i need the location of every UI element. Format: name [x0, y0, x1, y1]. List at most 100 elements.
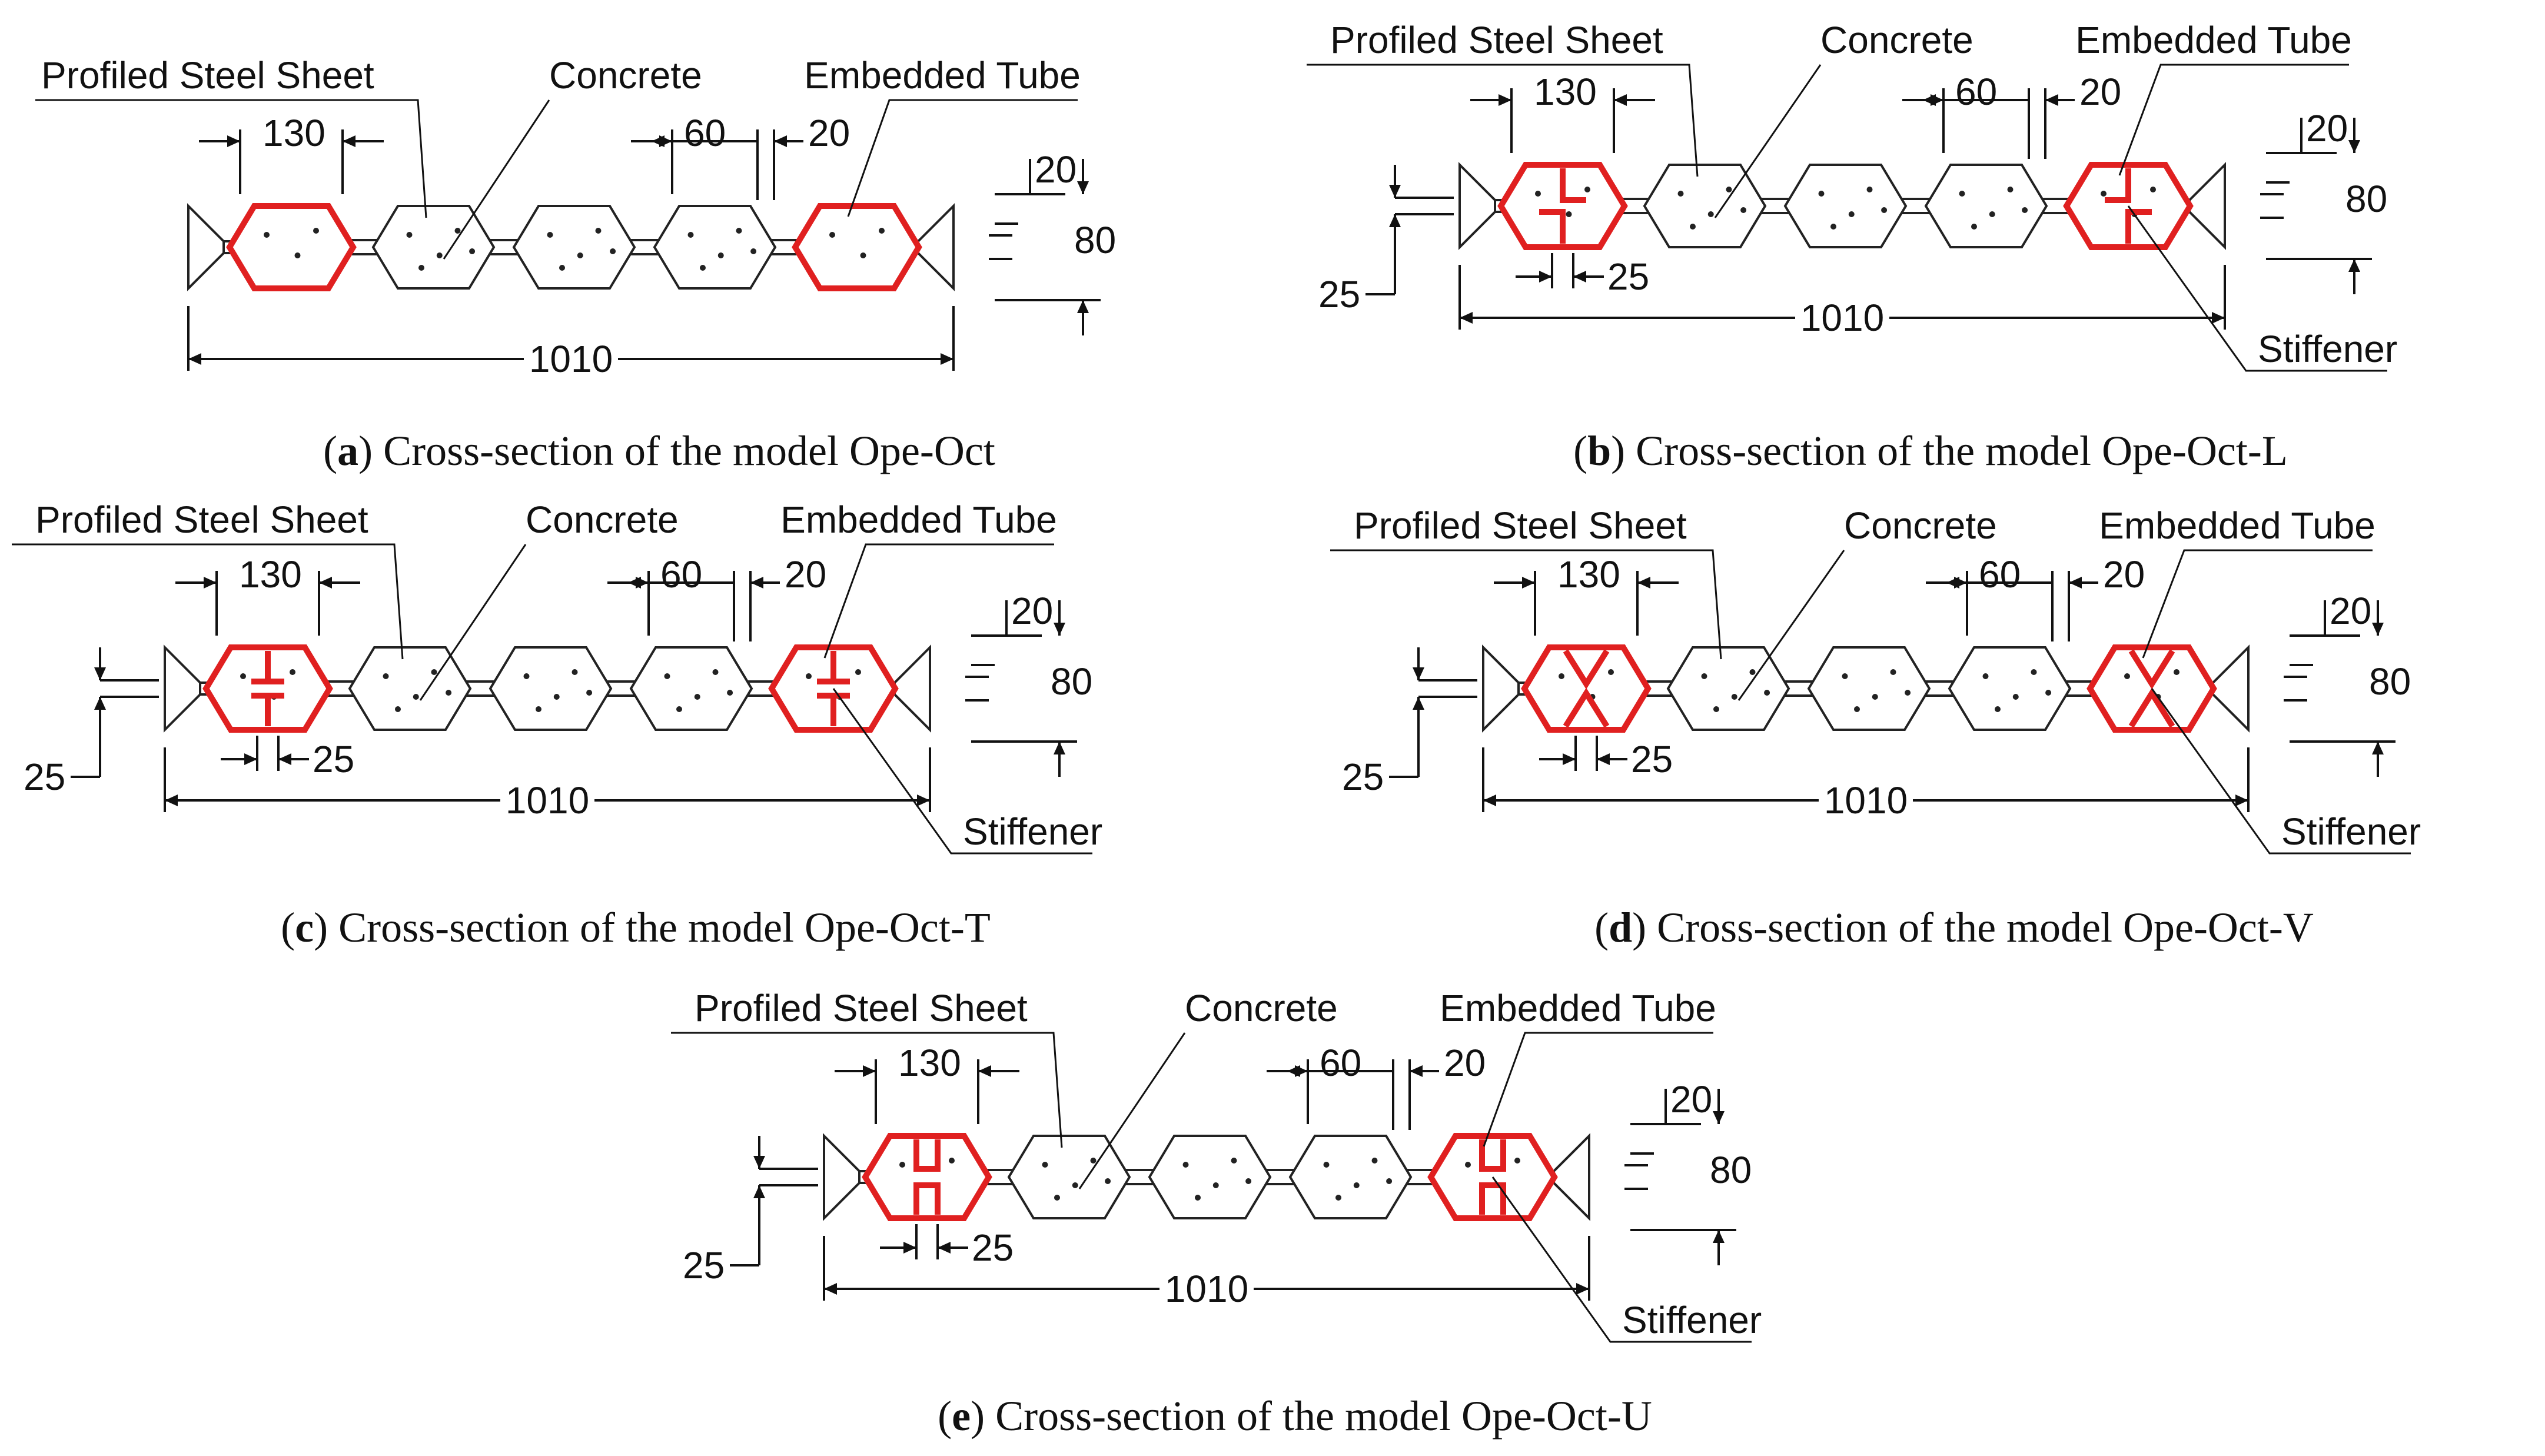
stiffener-v [1563, 649, 1610, 690]
arrow-head [903, 1242, 916, 1254]
arrow-head [750, 577, 763, 589]
aggregate-dot [1054, 1195, 1060, 1201]
aggregate-dot [1995, 706, 2001, 712]
aggregate-dot [855, 669, 861, 675]
leader-embedded-tube [2142, 549, 2373, 659]
stiffener-leader [2127, 205, 2387, 372]
arrow-head [278, 753, 291, 765]
dim-25-stiffener-label: 25 [313, 738, 354, 780]
dim-25-stiffener-label: 25 [972, 1226, 1014, 1269]
aggregate-dot [523, 673, 530, 679]
aggregate-dot [899, 1162, 905, 1168]
right-flange [1553, 1133, 1590, 1221]
aggregate-dot [1212, 1182, 1219, 1188]
dim-60-label: 60 [1955, 71, 1997, 113]
aggregate-dot [536, 706, 541, 712]
arrow-head [2045, 94, 2058, 106]
aggregate-dot [1764, 690, 1770, 696]
arrow-head [1614, 94, 1627, 106]
aggregate-dot [240, 673, 246, 679]
arrow-head [1413, 697, 1424, 710]
arrow-head [94, 667, 106, 680]
aggregate-dot [1386, 1178, 1393, 1184]
dim-25-side-label: 25 [1318, 273, 1360, 315]
dim-130-label: 130 [239, 553, 302, 596]
left-flange [1482, 644, 1520, 733]
dim-80-label: 80 [1074, 219, 1116, 261]
label-concrete: Concrete [526, 498, 679, 541]
aggregate-dot [595, 228, 602, 234]
concrete-cell [1007, 1135, 1131, 1219]
concrete-cell [1288, 1135, 1413, 1219]
aggregate-dot [2150, 187, 2156, 192]
left-flange [164, 644, 201, 733]
aggregate-dot [2007, 187, 2014, 192]
stiffener-leader [832, 688, 1092, 855]
concrete-cell [348, 646, 472, 731]
embedded-tube [226, 203, 357, 291]
aggregate-dot [1982, 673, 1989, 679]
leader-embedded-tube [847, 99, 1078, 217]
stiffener-t [251, 693, 284, 726]
leader-embedded-tube [2118, 64, 2349, 176]
aggregate-dot [406, 232, 413, 238]
concrete-cell [1643, 164, 1767, 248]
concrete-cell [1948, 646, 2072, 731]
aggregate-dot [454, 228, 461, 234]
embedded-tube [862, 1133, 992, 1221]
aggregate-dot [676, 706, 682, 712]
arrow-head [1499, 94, 1511, 106]
aggregate-dot [1818, 191, 1825, 197]
stiffener-leader [2151, 688, 2411, 855]
dim-20r-label: 20 [2330, 590, 2371, 632]
arrow-head [1077, 181, 1089, 194]
dim-80-label: 80 [1710, 1149, 1752, 1191]
label-embedded-tube: Embedded Tube [2075, 19, 2352, 61]
aggregate-dot [1830, 224, 1836, 230]
aggregate-dot [712, 669, 719, 675]
caption-d: (d) Cross-section of the model Ope-Oct-V [1594, 904, 2314, 951]
arrow-head [753, 1156, 765, 1169]
stiffener-v [1563, 687, 1610, 728]
aggregate-dot [1713, 706, 1719, 712]
arrow-head [774, 135, 787, 147]
aggregate-dot [1195, 1195, 1201, 1201]
left-flange [187, 203, 225, 291]
aggregate-dot [860, 252, 866, 258]
caption-paren: ( [281, 904, 295, 951]
arrow-head [2348, 140, 2360, 153]
dim-80-label: 80 [1051, 660, 1092, 703]
stiffener-u [1479, 1182, 1506, 1215]
caption-paren: ( [1573, 427, 1587, 474]
embedded-tube [202, 644, 333, 733]
arrow-head [1077, 300, 1089, 313]
stiffener-v [2128, 687, 2175, 728]
label-stiffener: Stiffener [963, 810, 1102, 853]
dim-60-label: 60 [660, 553, 702, 596]
leader-concrete [419, 544, 527, 701]
aggregate-dot [553, 694, 560, 700]
aggregate-dot [1842, 673, 1848, 679]
right-flange [917, 203, 955, 291]
caption-text: ) Cross-section of the model Ope-Oct-U [971, 1392, 1652, 1440]
caption-c: (c) Cross-section of the model Ope-Oct-T [281, 904, 991, 951]
arrow-head [1483, 795, 1496, 806]
concrete-cell [1783, 164, 1908, 248]
arrow-head [1563, 753, 1576, 765]
aggregate-dot [1749, 669, 1756, 675]
aggregate-dot [1608, 669, 1614, 675]
aggregate-dot [1881, 207, 1888, 213]
leader-profiled-steel-sheet [12, 543, 404, 660]
dim-20-label: 20 [808, 112, 850, 154]
arrow-head [1597, 753, 1610, 765]
arrow-head [652, 135, 665, 147]
arrow-head [1713, 1111, 1725, 1124]
arrow-head [2069, 577, 2082, 589]
aggregate-dot [1353, 1182, 1360, 1188]
dim-25-side-label: 25 [683, 1244, 725, 1287]
dim-25-stiffener-label: 25 [1607, 255, 1649, 298]
left-flange [823, 1133, 860, 1221]
aggregate-dot [1559, 673, 1564, 679]
